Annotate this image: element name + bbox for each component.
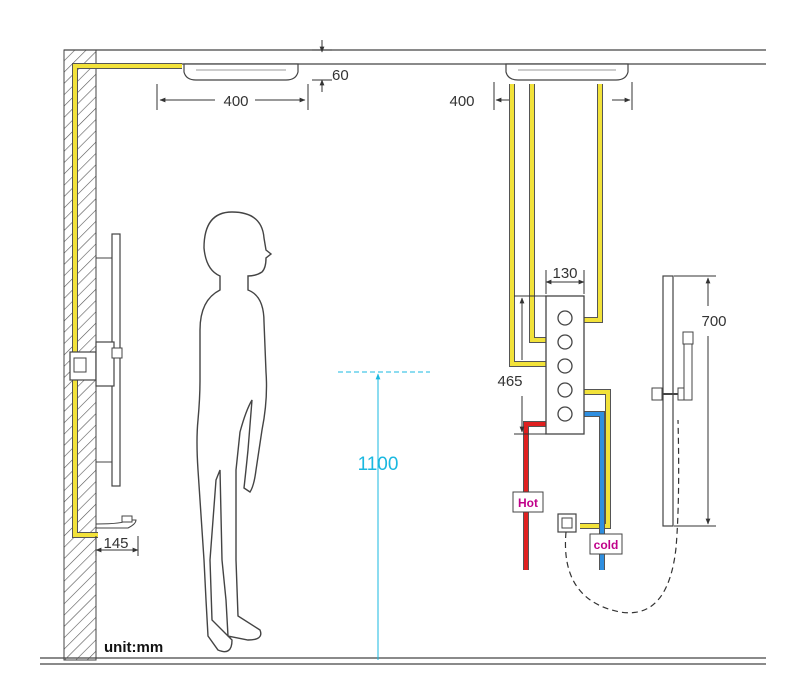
floor-line [40,657,766,665]
panel-height-dimension: 465 [497,295,546,435]
front-head-width-label: 400 [449,93,474,110]
install-height-label: 1100 [358,454,399,475]
side-shower-panel [69,233,123,487]
front-pipes-yellow [509,84,611,529]
side-tray-depth-dimension: 145 [95,535,139,556]
human-silhouette [196,211,273,653]
panel-height-label: 465 [497,373,522,390]
side-tray [95,515,137,529]
hot-label-tag: Hot [512,491,544,513]
side-head-width-label: 400 [223,93,248,110]
ceiling-gap-dimension: 60 [312,40,349,92]
wall-outlet-connector [557,513,577,533]
panel-width-dimension: 130 [545,265,585,294]
svg-text:Hot: Hot [518,496,538,510]
cold-label-tag: cold [589,533,623,555]
rail-length-dimension: 700 [674,275,727,527]
install-height-dimension: 1100 [338,371,430,660]
front-head-width-dimension: 400 [449,82,633,110]
ceiling-gap-label: 60 [332,67,349,84]
side-tray-depth-label: 145 [103,535,128,552]
panel-width-label: 130 [552,265,577,282]
svg-text:cold: cold [594,538,619,552]
thermostatic-control-panel [545,295,585,435]
hand-shower-hose [564,419,680,614]
unit-label: unit:mm [104,639,163,656]
ceiling-line [64,49,766,65]
hand-shower-slide-rail [651,275,694,527]
front-overhead-shower-head [505,63,629,81]
rail-length-label: 700 [701,313,726,330]
side-head-width-dimension: 400 [156,84,309,110]
side-overhead-shower-head [183,63,299,81]
